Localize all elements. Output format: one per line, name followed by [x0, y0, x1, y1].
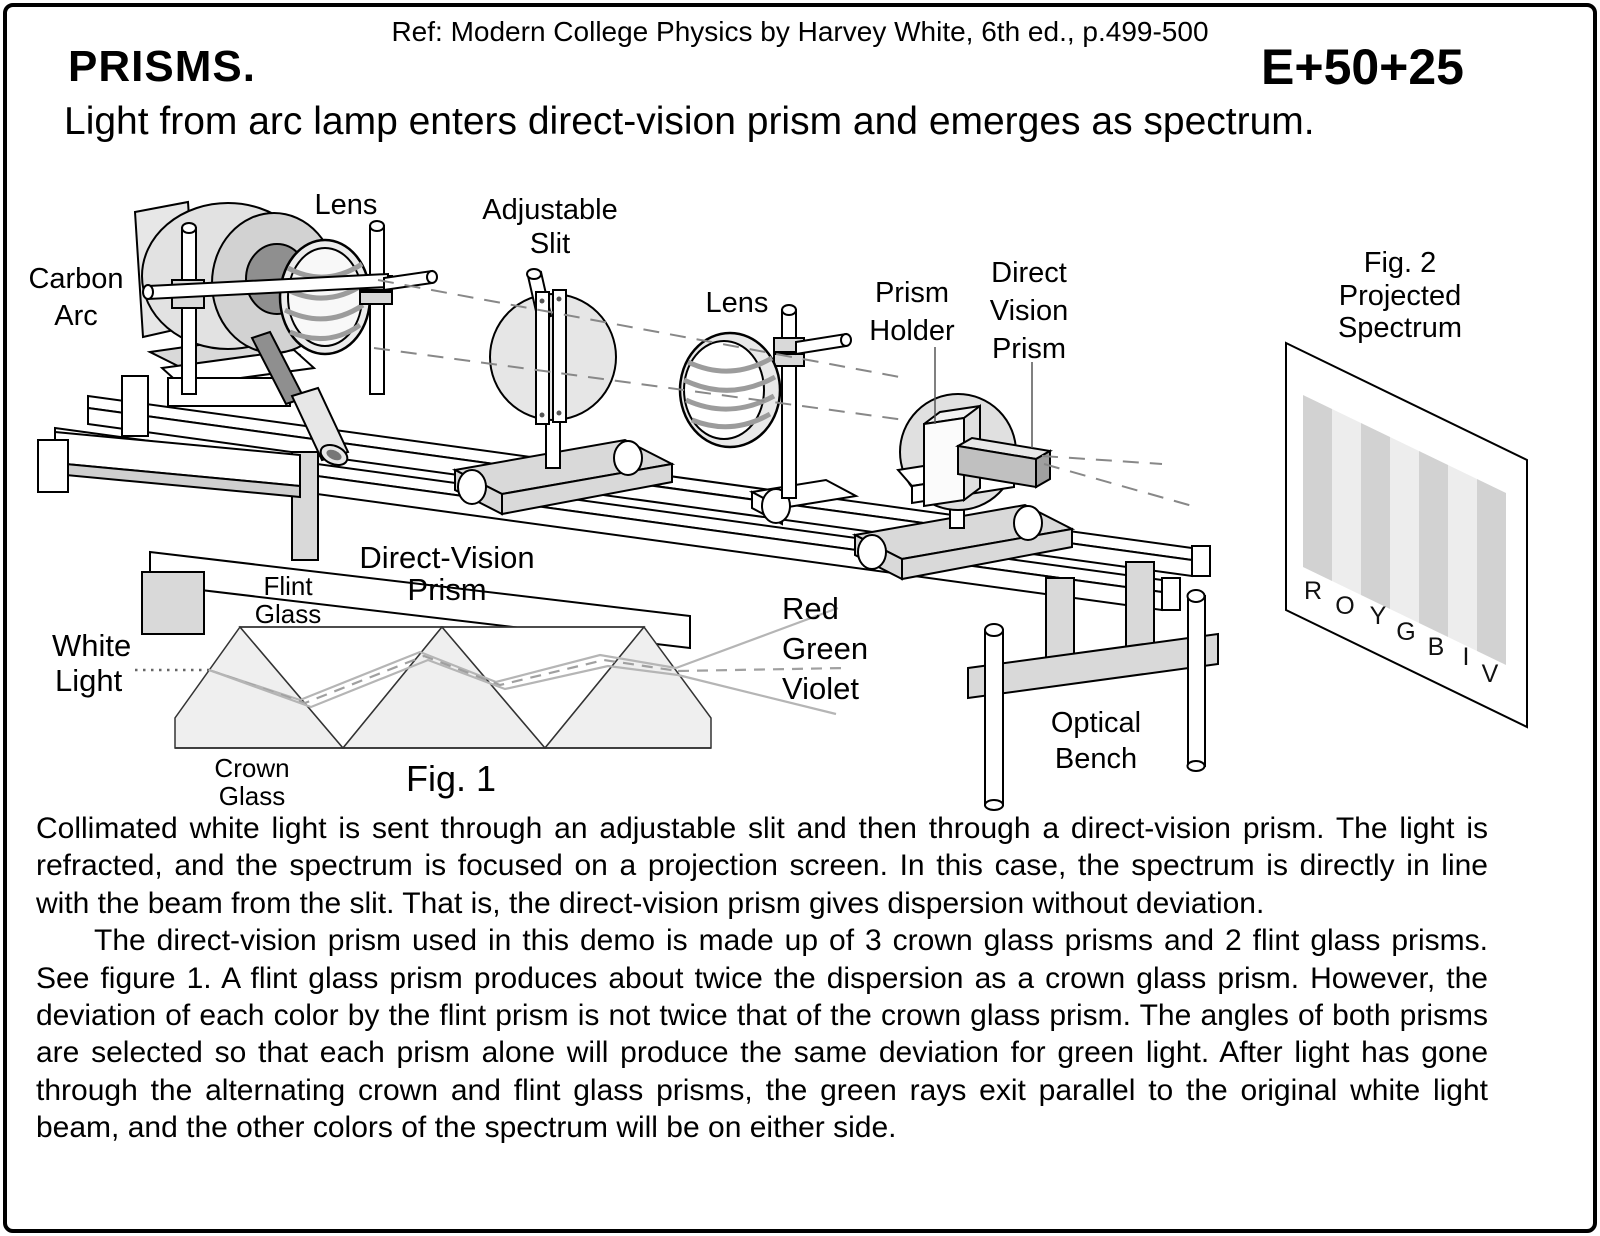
green-exit-ray: [677, 666, 847, 673]
label-optical-bench-1: Optical: [1051, 707, 1141, 739]
label-carbon-arc-1: Carbon: [28, 263, 123, 295]
page-subtitle: Light from arc lamp enters direct-vision…: [64, 100, 1315, 143]
label-adjustable-slit-1: Adjustable: [482, 194, 617, 226]
spectrum-letter-v: V: [1482, 660, 1499, 688]
fig1-title-1: Direct-Vision: [359, 540, 534, 575]
paragraph-1: Collimated white light is sent through a…: [36, 812, 1488, 920]
label-lens-1: Lens: [315, 189, 378, 221]
red-exit-ray: [675, 606, 839, 670]
reference-line: Ref: Modern College Physics by Harvey Wh…: [391, 16, 1209, 47]
spectrum-letter-r: R: [1304, 577, 1322, 605]
direct-vision-prism-bar: [955, 436, 1053, 489]
slit-jaw-left: [535, 291, 550, 425]
label-fig2-3: Spectrum: [1338, 312, 1462, 344]
slit-jaw-right: [552, 289, 567, 423]
label-direct-vision-prism-1: Direct: [991, 257, 1067, 289]
green-ray-path: [208, 654, 679, 705]
spectrum-letter-b: B: [1428, 633, 1445, 661]
label-crown-glass-1: Crown: [214, 753, 289, 783]
violet-exit-ray: [677, 673, 837, 716]
label-white-light-1: White: [52, 628, 131, 663]
bench-leg-front: [984, 623, 1004, 811]
violet-ray-path: [208, 658, 679, 709]
bench-leg-back: [1186, 589, 1206, 772]
lamp-support-rods: [142, 220, 438, 395]
left-support-stand: [37, 375, 691, 650]
label-direct-vision-prism-2: Vision: [990, 295, 1068, 327]
label-flint-glass-1: Flint: [263, 571, 313, 601]
label-red: Red: [782, 591, 839, 626]
label-violet: Violet: [782, 671, 859, 706]
label-fig2-2: Projected: [1339, 280, 1462, 312]
light-beam-dashed-lines: [373, 279, 1197, 508]
label-white-light-2: Light: [55, 663, 123, 698]
label-crown-glass-2: Glass: [219, 781, 285, 811]
label-prism-holder-2: Holder: [869, 315, 955, 347]
condenser-lens: [278, 238, 372, 356]
right-support-stand: [967, 561, 1219, 811]
spectrum-letter-g: G: [1396, 618, 1415, 646]
spectrum-letter-y: Y: [1370, 602, 1387, 630]
label-flint-glass-2: Glass: [255, 599, 321, 629]
projection-screen: R O Y G B I V: [1285, 341, 1528, 729]
label-fig2-1: Fig. 2: [1364, 247, 1437, 279]
spectrum-letter-i: I: [1463, 643, 1470, 671]
label-prism-holder-1: Prism: [875, 277, 949, 309]
adjustable-slit-assembly: [451, 268, 676, 516]
label-carbon-arc-2: Arc: [54, 300, 98, 332]
label-adjustable-slit-2: Slit: [530, 228, 570, 260]
page-title: PRISMS.: [68, 42, 256, 91]
spectrum-stripes: [1303, 395, 1506, 665]
prism-holder-assembly: [851, 393, 1076, 581]
spectrum-letter-o: O: [1335, 592, 1354, 620]
demo-code: E+50+25: [1261, 39, 1464, 95]
label-direct-vision-prism-3: Prism: [992, 333, 1066, 365]
fig1-prism-diagram: [135, 606, 847, 750]
paragraph-2: The direct-vision prism used in this dem…: [36, 924, 1488, 1145]
description-text: Collimated white light is sent through a…: [36, 810, 1488, 1147]
fig1-title-2: Prism: [407, 572, 486, 607]
fig1-caption: Fig. 1: [406, 758, 496, 799]
label-lens-2: Lens: [706, 287, 769, 319]
label-optical-bench-2: Bench: [1055, 743, 1137, 775]
label-green: Green: [782, 631, 868, 666]
